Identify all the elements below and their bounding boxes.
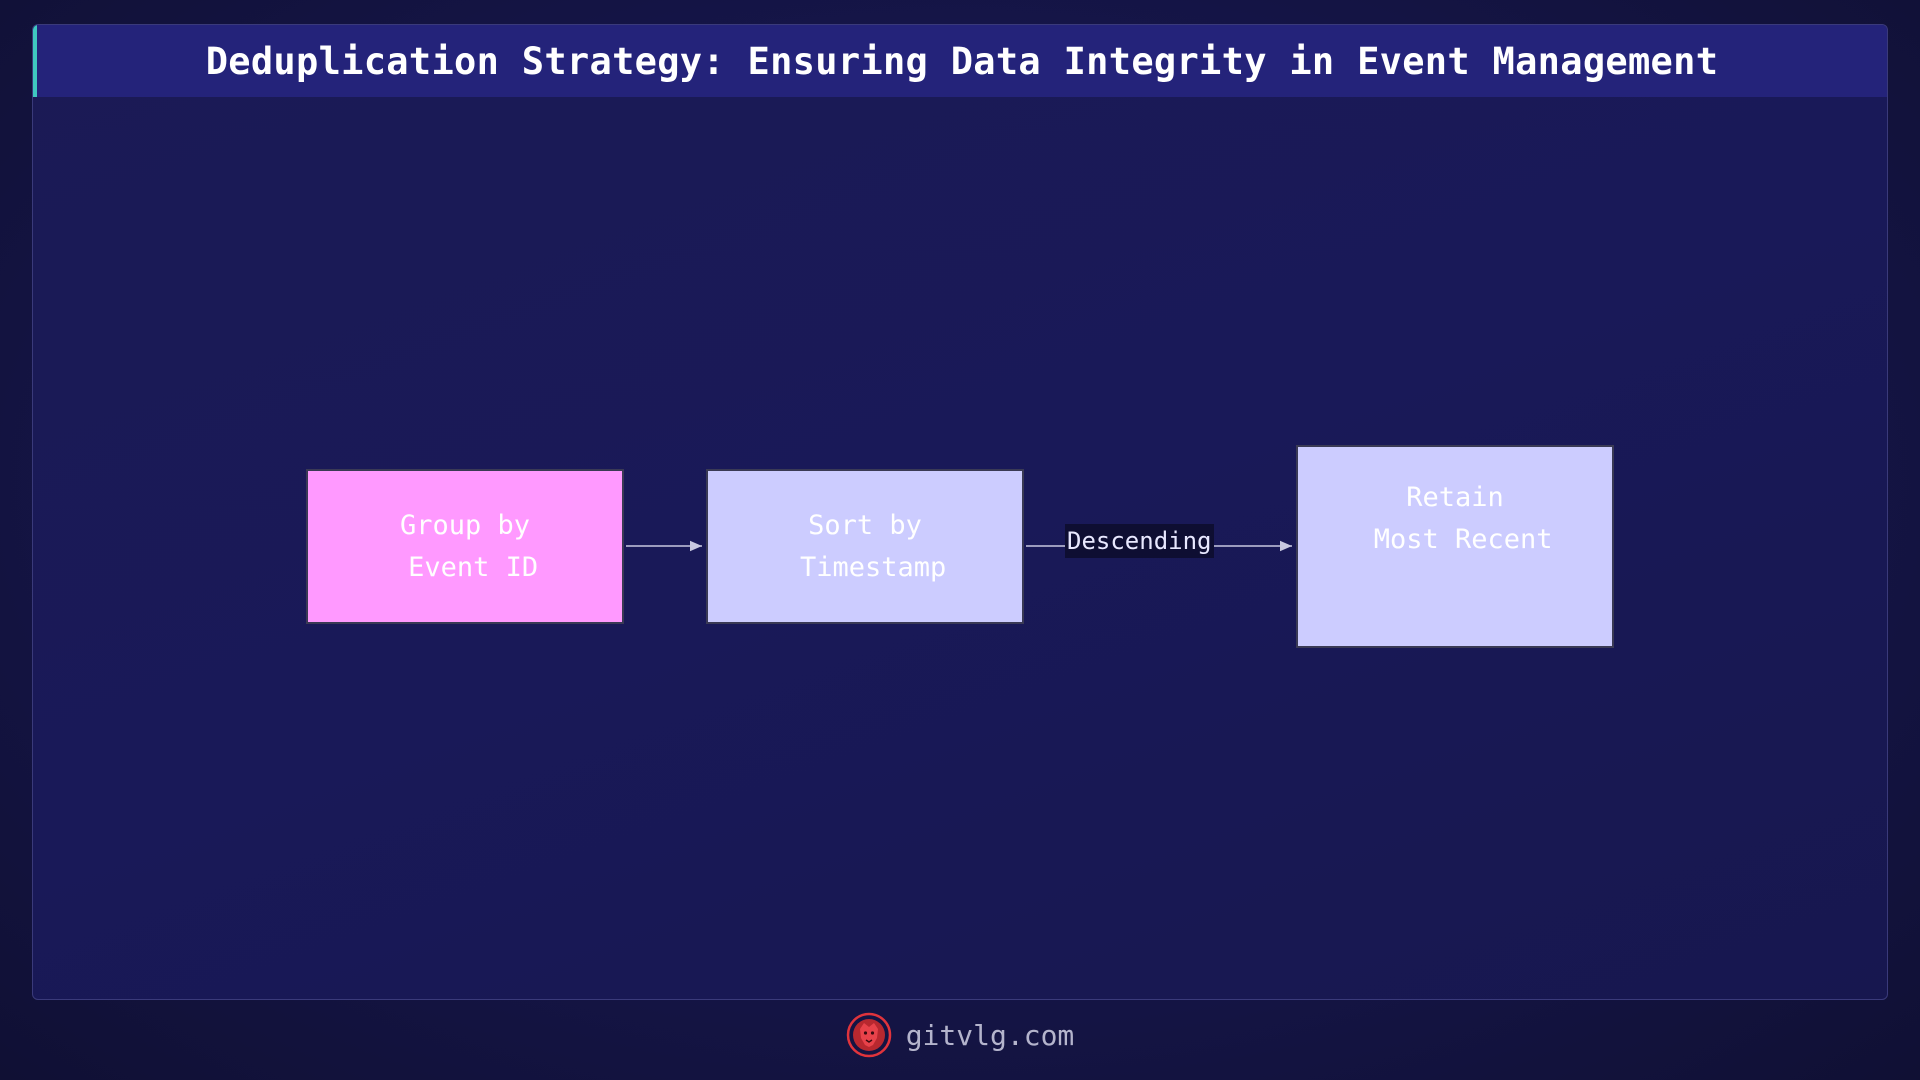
node-group-by-event-id: Group by Event ID (306, 469, 624, 624)
node-retain-most-recent: Retain Most Recent (1296, 445, 1614, 648)
footer-site-link[interactable]: gitvlg.com (905, 1018, 1075, 1052)
node-label-line: Most Recent (1357, 524, 1553, 555)
node-label-line: Group by (399, 509, 531, 541)
node-label-line: Sort by (808, 509, 922, 541)
node-label-line: Timestamp (783, 551, 947, 583)
node-label-line: Event ID (391, 551, 539, 583)
lion-logo-icon (846, 1012, 891, 1058)
footer: gitvlg.com (0, 1010, 1920, 1060)
node-label-line: Retain (1406, 482, 1504, 513)
edge-label-descending: Descending (1065, 524, 1214, 558)
title-bar: Deduplication Strategy: Ensuring Data In… (33, 25, 1887, 97)
page-title: Deduplication Strategy: Ensuring Data In… (205, 39, 1719, 83)
node-sort-by-timestamp: Sort by Timestamp (706, 469, 1024, 624)
